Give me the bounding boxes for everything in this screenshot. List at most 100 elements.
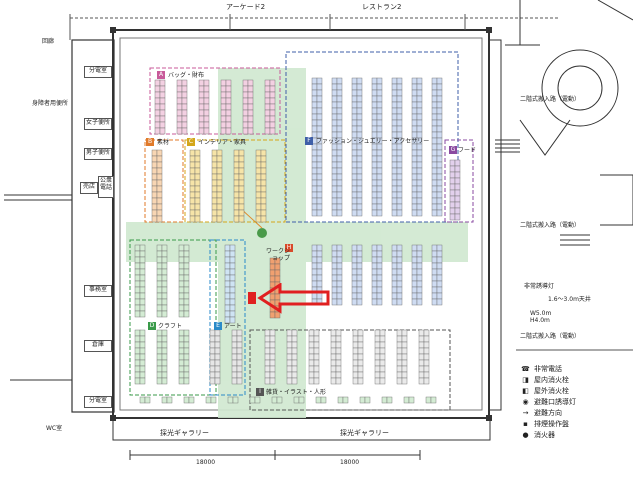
booth	[224, 256, 231, 264]
booth	[134, 329, 141, 337]
booth	[154, 127, 161, 135]
booth	[238, 167, 245, 175]
booth	[264, 359, 271, 367]
booth	[159, 85, 166, 93]
booth	[331, 298, 338, 306]
booth	[331, 292, 338, 300]
booth	[255, 197, 262, 205]
booth	[316, 191, 323, 199]
booth	[431, 262, 438, 270]
booth	[233, 161, 240, 169]
booth	[216, 179, 223, 187]
booth	[449, 159, 456, 167]
booth	[161, 371, 168, 379]
booth	[396, 280, 403, 288]
booth	[391, 125, 398, 133]
booth	[411, 191, 418, 199]
booth	[214, 365, 221, 373]
booth	[264, 335, 271, 343]
booth	[308, 377, 315, 385]
booth	[336, 298, 343, 306]
booth	[178, 250, 185, 258]
booth	[376, 95, 383, 103]
booth	[331, 89, 338, 97]
booth	[331, 197, 338, 205]
booth	[396, 101, 403, 109]
booth	[178, 359, 185, 367]
booth	[331, 101, 338, 109]
booth	[229, 286, 236, 294]
booth	[225, 79, 232, 87]
booth	[391, 77, 398, 85]
booth	[308, 353, 315, 361]
booth	[269, 329, 276, 337]
booth	[183, 341, 190, 349]
booth	[436, 131, 443, 139]
booth	[216, 203, 223, 211]
booth	[371, 197, 378, 205]
booth	[247, 103, 254, 111]
booth	[313, 353, 320, 361]
booth	[203, 79, 210, 87]
booth	[396, 244, 403, 252]
booth	[371, 149, 378, 157]
booth	[209, 341, 216, 349]
booth	[336, 197, 343, 205]
booth	[356, 203, 363, 211]
booth	[396, 179, 403, 187]
booth	[376, 77, 383, 85]
booth	[194, 209, 201, 217]
booth	[198, 79, 205, 87]
booth	[376, 209, 383, 217]
booth	[229, 316, 236, 324]
zone-h-tag: H	[285, 244, 293, 252]
booth	[211, 167, 218, 175]
booth	[396, 173, 403, 181]
booth	[214, 371, 221, 379]
booth	[436, 268, 443, 276]
booth	[183, 280, 190, 288]
booth	[161, 341, 168, 349]
booth	[374, 335, 381, 343]
booth	[331, 83, 338, 91]
booth	[255, 149, 262, 157]
booth	[316, 101, 323, 109]
booth	[396, 329, 403, 337]
booth	[291, 329, 298, 337]
booth	[161, 347, 168, 355]
booth	[225, 121, 232, 129]
booth	[156, 280, 163, 288]
booth	[260, 191, 267, 199]
booth	[229, 304, 236, 312]
booth	[352, 359, 359, 367]
booth	[376, 89, 383, 97]
booth	[229, 310, 236, 318]
booth	[376, 244, 383, 252]
booth	[431, 250, 438, 258]
booth	[371, 250, 378, 258]
booth	[139, 244, 146, 252]
booth	[238, 215, 245, 223]
booth	[181, 121, 188, 129]
booth	[352, 335, 359, 343]
booth	[231, 377, 238, 385]
booth	[330, 371, 337, 379]
booth	[189, 167, 196, 175]
emergency-label: 非常誘導灯	[524, 283, 555, 290]
booth	[351, 83, 358, 91]
booth	[336, 262, 343, 270]
booth	[269, 347, 276, 355]
booth	[308, 335, 315, 343]
booth	[216, 215, 223, 223]
ceiling-label: 1.6～3.0m天井	[548, 296, 591, 303]
booth	[411, 286, 418, 294]
legend-label: 屋外消火栓	[534, 387, 569, 395]
booth	[396, 341, 403, 349]
booth	[216, 185, 223, 193]
booth	[376, 173, 383, 181]
arcade-label: アーケード2	[226, 3, 266, 11]
booth	[183, 262, 190, 270]
booth	[189, 191, 196, 199]
booth	[356, 119, 363, 127]
booth	[352, 371, 359, 379]
